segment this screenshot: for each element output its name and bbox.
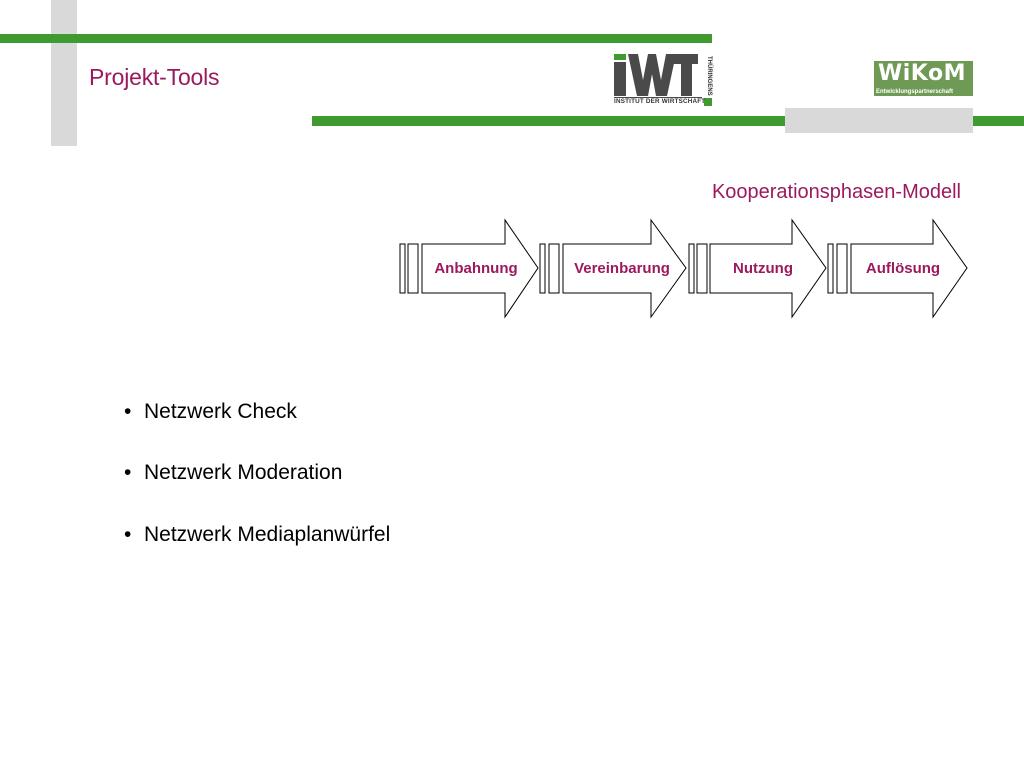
phase-3-arrow bbox=[709, 218, 827, 319]
model-title: Kooperationsphasen-Modell bbox=[711, 181, 961, 203]
list-item: • Netzwerk Check bbox=[124, 400, 297, 424]
list-item: • Netzwerk Moderation bbox=[124, 461, 342, 485]
phase-2-stripe-1 bbox=[539, 243, 546, 294]
phase-2-stripe-2 bbox=[548, 243, 560, 294]
list-item: • Netzwerk Mediaplanwürfel bbox=[124, 523, 390, 547]
decorative-green-bar-top bbox=[0, 34, 712, 43]
phase-label-aufloesung: Auflösung bbox=[865, 260, 941, 277]
wikom-logo: WiKoM Entwicklungspartnerschaft bbox=[874, 61, 973, 96]
phase-3-stripe-1 bbox=[688, 243, 695, 294]
phase-2-arrow bbox=[562, 218, 687, 319]
bullet-dot: • bbox=[124, 523, 132, 546]
phase-4-stripe-2 bbox=[836, 243, 848, 294]
decorative-gray-bar-vertical bbox=[51, 0, 77, 146]
bullet-dot: • bbox=[124, 400, 132, 423]
wikom-logo-subtitle: Entwicklungspartnerschaft bbox=[876, 89, 954, 95]
phase-1-stripe-2 bbox=[407, 243, 419, 294]
list-item-text: Netzwerk Check bbox=[144, 400, 297, 423]
phase-4-arrow bbox=[850, 218, 968, 319]
phase-label-nutzung: Nutzung bbox=[733, 260, 793, 277]
bullet-dot: • bbox=[124, 461, 132, 484]
list-item-text: Netzwerk Moderation bbox=[144, 461, 343, 484]
iwt-logo-vertical-text: THÜRINGENS bbox=[706, 56, 712, 96]
phase-3-stripe-2 bbox=[696, 243, 708, 294]
phase-1-stripe-1 bbox=[399, 243, 406, 294]
wikom-logo-name: WiKoM bbox=[878, 61, 966, 86]
iwt-logo-subtitle: INSTITUT DER WIRTSCHAFT bbox=[614, 98, 706, 105]
phase-diagram bbox=[399, 218, 968, 319]
phase-label-anbahnung: Anbahnung bbox=[434, 260, 518, 277]
page-title: Projekt-Tools bbox=[89, 64, 220, 90]
list-item-text: Netzwerk Mediaplanwürfel bbox=[144, 523, 391, 546]
phase-4-stripe-1 bbox=[827, 243, 834, 294]
decorative-gray-bar-right bbox=[785, 108, 973, 133]
phase-1-arrow bbox=[421, 218, 539, 319]
phase-label-vereinbarung: Vereinbarung bbox=[574, 260, 670, 277]
decorative-green-bar-bottom bbox=[312, 116, 1024, 126]
iwt-logo bbox=[614, 54, 712, 106]
